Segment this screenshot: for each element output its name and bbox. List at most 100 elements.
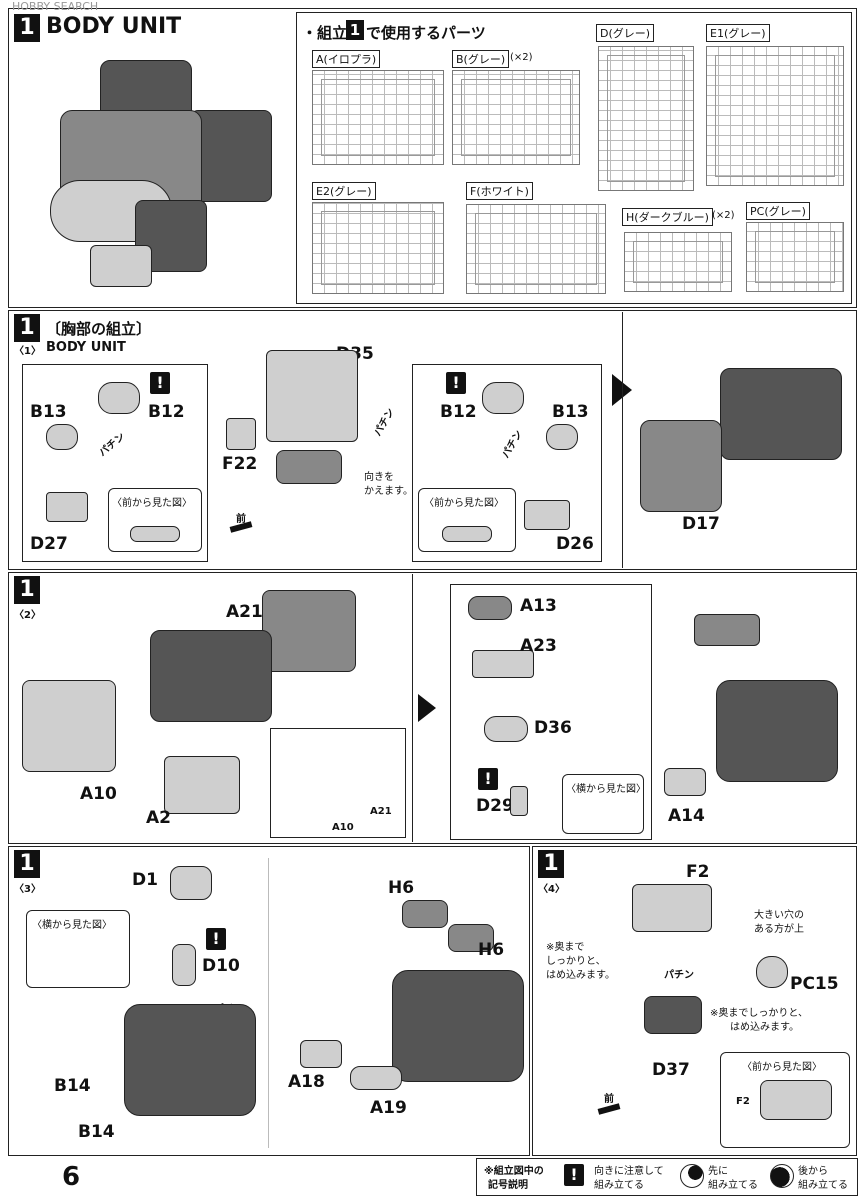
part-d17	[640, 420, 722, 512]
runner-h-qty: (×2)	[712, 210, 735, 221]
core-1-2-right	[716, 680, 838, 782]
step1-3-num: 1	[14, 850, 40, 878]
part-d1	[170, 866, 212, 900]
runner-e2	[312, 202, 444, 294]
note2b: ある方が上	[754, 924, 804, 935]
label-h6-a: H6	[388, 878, 415, 898]
label-b12-right: B12	[440, 402, 477, 422]
label-a23: A23	[520, 636, 557, 656]
runner-b-label: B(グレー)	[452, 50, 510, 68]
result-1-1	[720, 368, 842, 460]
label-a10: A10	[80, 784, 117, 804]
page-title: BODY UNIT	[46, 14, 182, 39]
muki-note-2: かえます。	[364, 486, 413, 497]
part-h6-b	[448, 924, 494, 952]
note2a: 大きい穴の	[754, 910, 804, 921]
part-b13-right	[546, 424, 578, 450]
legend-title-b: 記号説明	[488, 1180, 528, 1191]
runner-h	[624, 232, 732, 292]
legend-first-b: 組み立てる	[708, 1180, 758, 1191]
label-d17: D17	[682, 514, 720, 534]
note1a: ※奥まで	[546, 942, 585, 953]
step1-1-subtitle: BODY UNIT	[46, 340, 126, 355]
muki-note-1: 向きを	[364, 472, 394, 483]
label-b14-b: B14	[78, 1122, 115, 1142]
label-f2-view: F2	[736, 1096, 750, 1107]
runner-b-qty: (×2)	[510, 52, 533, 63]
runner-h-label: H(ダークブルー)	[622, 208, 713, 226]
runner-e1-label: E1(グレー)	[706, 24, 770, 42]
warn-icon-right: !	[446, 372, 466, 394]
part-a2	[164, 756, 240, 814]
legend-first-a: 先に	[708, 1166, 728, 1177]
part-d26	[524, 500, 570, 530]
runner-pc-label: PC(グレー)	[746, 202, 810, 220]
legend-box	[476, 1158, 858, 1196]
part-a21	[262, 590, 356, 672]
side-view-1-2	[562, 774, 644, 834]
label-a21: A21	[226, 602, 263, 622]
front-view-right-title: 〈前から見た図〉	[424, 498, 504, 509]
core-1-3-right	[392, 970, 524, 1082]
patchin-1-4: パチン	[664, 970, 694, 981]
mae-right: 前	[604, 1094, 614, 1105]
part-d35	[266, 350, 358, 442]
label-d1: D1	[132, 870, 158, 890]
core-1-2	[150, 630, 272, 722]
divider-1-2	[412, 574, 413, 842]
runner-e2-label: E2(グレー)	[312, 182, 376, 200]
step1-3-frame	[8, 846, 530, 1156]
label-b14-a: B14	[54, 1076, 91, 1096]
runner-d-label: D(グレー)	[596, 24, 655, 42]
label-pc15: PC15	[790, 974, 839, 994]
parts-panel	[296, 12, 852, 304]
divider-1-3	[268, 858, 269, 1148]
next-arrow-2	[418, 694, 436, 722]
legend-title-a: ※組立図中の	[484, 1166, 544, 1177]
part-h6-a	[402, 900, 448, 928]
runner-d	[598, 46, 694, 191]
part-d10	[172, 944, 196, 986]
label-d27: D27	[30, 534, 68, 554]
step1-2-frame	[8, 572, 857, 844]
part-a18	[300, 1040, 342, 1068]
runner-a-label: A(イロプラ)	[312, 50, 381, 68]
label-d36: D36	[534, 718, 572, 738]
zoom-box	[270, 728, 406, 838]
front-view-left-part	[130, 526, 180, 542]
front-view-left-title: 〈前から見た図〉	[112, 498, 192, 509]
label-d26: D26	[556, 534, 594, 554]
runner-e1	[706, 46, 844, 186]
label-h6-b: H6	[478, 940, 505, 960]
label-a10-zoom: A10	[332, 822, 354, 833]
label-a19: A19	[370, 1098, 407, 1118]
part-a14-top	[694, 614, 760, 646]
parts-title-suffix: で使用するパーツ	[366, 24, 486, 42]
part-a10	[22, 680, 116, 772]
part-b12-right	[482, 382, 524, 414]
part-d37	[644, 996, 702, 1034]
note3a: ※奥までしっかりと、	[710, 1008, 808, 1019]
label-f22: F22	[222, 454, 258, 474]
legend-warn-b: 組み立てる	[594, 1180, 644, 1191]
legend-warn-a: 向きに注意して	[594, 1166, 664, 1177]
step1-1-title: 〔胸部の組立〕	[46, 320, 152, 338]
step1-2-sub: 〈2〉	[14, 610, 41, 621]
label-a21-zoom: A21	[370, 806, 392, 817]
part-d29	[510, 786, 528, 816]
part-a14	[664, 768, 706, 796]
runner-b	[452, 70, 580, 165]
parts-title-num: 1	[346, 20, 364, 40]
legend-back-a: 後から	[798, 1166, 828, 1177]
part-a23	[472, 650, 534, 678]
runner-pc	[746, 222, 844, 292]
legend-back-icon	[770, 1164, 794, 1188]
step1-4-frame	[532, 846, 857, 1156]
label-a14: A14	[668, 806, 705, 826]
warn-icon-d10: !	[206, 928, 226, 950]
side-view-1-2-title: 〈横から見た図〉	[566, 784, 646, 795]
part-b13-left	[46, 424, 78, 450]
legend-back-b: 組み立てる	[798, 1180, 848, 1191]
note3b: はめ込みます。	[730, 1022, 799, 1033]
watermark: HOBBY SEARCH	[12, 0, 99, 13]
